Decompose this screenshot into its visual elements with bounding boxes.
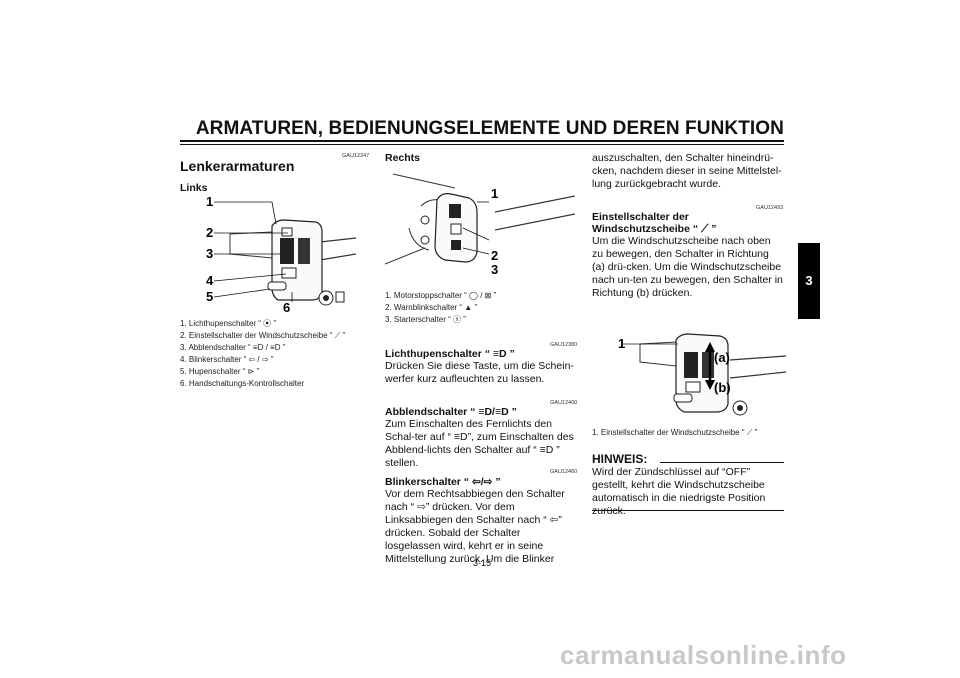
page-title: ARMATUREN, BEDIENUNGSELEMENTE UND DEREN … [195, 118, 784, 139]
caption: 1. Motorstoppschalter “ ◯ / ⊠ ” [385, 291, 497, 300]
section-code: GAU12380 [550, 342, 578, 348]
windshield-switch-illustration: 1 (a) (b) [618, 333, 786, 416]
page-number: 3-15 [472, 558, 491, 568]
figure-number: 1 [618, 336, 625, 351]
direction-label-b: (b) [714, 380, 731, 395]
section-text: Zum Einschalten des Fernlichts den Schal… [385, 418, 574, 469]
section-heading: Lenkerarmaturen [180, 158, 295, 174]
section-heading: Abblendschalter “ ≡D/≡D ” [385, 406, 517, 418]
section-heading: Einstellschalter der [592, 211, 689, 223]
section-text: Um die Windschutzscheibe nach oben zu be… [592, 235, 783, 299]
caption: 6. Handschaltungs-Kontrollschalter [180, 379, 305, 388]
note-rule-top [660, 462, 784, 463]
continuation-text: auszuschalten, den Schalter hineindrü-ck… [592, 152, 782, 190]
caption: 1. Lichthupenschalter “ ⦿ ” [180, 319, 277, 328]
header-rule-thin [180, 144, 784, 145]
caption: 2. Einstellschalter der Windschutzscheib… [180, 331, 346, 340]
caption: 2. Warnblinkschalter “ ▲ ” [385, 303, 478, 312]
right-handlebar-illustration: 1 2 3 [385, 173, 575, 277]
direction-label-a: (a) [714, 350, 730, 365]
figure-number: 1 [206, 194, 213, 209]
note-heading: HINWEIS: [592, 452, 648, 466]
section-code: GAU12493 [756, 205, 784, 211]
note-rule-bottom [592, 510, 784, 511]
subheading-right: Rechts [385, 152, 421, 164]
subheading-left: Links [180, 182, 208, 194]
figure-number: 6 [283, 300, 290, 312]
left-handlebar-illustration: 1 2 3 4 5 6 [206, 194, 356, 312]
figure-number: 1 [491, 186, 498, 201]
chapter-tab[interactable]: 3 [798, 243, 820, 319]
caption: 1. Einstellschalter der Windschutzscheib… [592, 428, 758, 437]
caption: 3. Abblendschalter “ ≡D / ≡D ” [180, 343, 286, 352]
figure-number: 4 [206, 273, 214, 288]
caption: 4. Blinkerschalter “ ⇦ / ⇨ ” [180, 355, 274, 364]
section-code: GAU12347 [342, 153, 370, 159]
watermark: carmanualsonline.info [560, 640, 847, 670]
caption: 3. Starterschalter “ ⓢ ” [385, 315, 466, 324]
figure-number: 2 [491, 248, 498, 263]
figure-number: 3 [206, 246, 213, 261]
section-heading: Blinkerschalter “ ⇦/⇨ ” [385, 476, 501, 488]
header-rule [180, 140, 784, 142]
section-text: Vor dem Rechtsabbiegen den Schalter nach… [385, 488, 565, 565]
section-code: GAU12460 [550, 469, 578, 475]
section-heading: Windschutzscheibe “ ⟋ ” [592, 223, 717, 235]
section-text: Drücken Sie diese Taste, um die Schein-w… [385, 360, 574, 385]
note-text: Wird der Zündschlüssel auf “OFF” gestell… [592, 466, 766, 517]
figure-number: 2 [206, 225, 213, 240]
figure-number: 5 [206, 289, 213, 304]
section-heading: Lichthupenschalter “ ≡D ” [385, 348, 515, 360]
caption: 5. Hupenschalter “ ⊳ ” [180, 367, 260, 376]
section-code: GAU12400 [550, 400, 578, 406]
figure-number: 3 [491, 262, 498, 277]
